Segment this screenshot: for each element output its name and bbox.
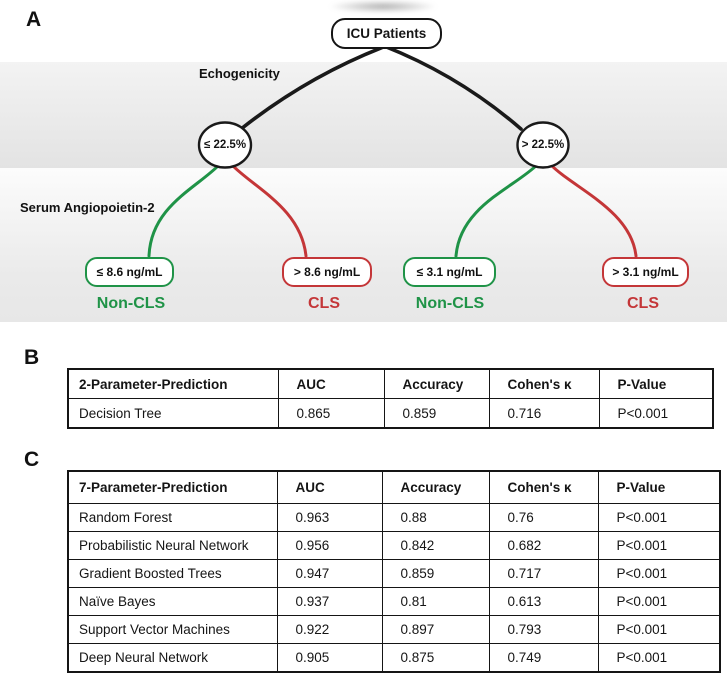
outcome-label-2: CLS (308, 295, 340, 312)
tree-node-left-ellipse (197, 121, 253, 169)
column-header: 2-Parameter-Prediction (67, 368, 279, 399)
accuracy-cell: 0.842 (381, 531, 490, 560)
two-parameter-table: 2-Parameter-Prediction AUC Accuracy Cohe… (67, 368, 714, 429)
tree-edge-root-left (239, 44, 388, 131)
model-name-cell: Decision Tree (67, 398, 279, 429)
table-row: Deep Neural Network 0.905 0.875 0.749 P<… (67, 643, 721, 673)
kappa-cell: 0.682 (488, 531, 599, 560)
pvalue-cell: P<0.001 (597, 587, 721, 616)
pvalue-cell: P<0.001 (597, 559, 721, 588)
auc-cell: 0.905 (276, 643, 383, 673)
scan-shadow-artifact (328, 0, 438, 13)
auc-cell: 0.937 (276, 587, 383, 616)
kappa-cell: 0.716 (488, 398, 600, 429)
pvalue-cell: P<0.001 (597, 615, 721, 644)
kappa-cell: 0.76 (488, 503, 599, 532)
column-header: Cohen's κ (488, 368, 600, 399)
panel-b-label: B (24, 346, 40, 369)
tree-edge-right-red (548, 162, 638, 258)
tree-edge-left-red (229, 162, 308, 258)
tree-node-right-ellipse (516, 121, 570, 169)
model-name-cell: Probabilistic Neural Network (67, 531, 278, 560)
pvalue-cell: P<0.001 (598, 398, 714, 429)
table-row: Decision Tree 0.865 0.859 0.716 P<0.001 (67, 398, 714, 429)
table-row: Gradient Boosted Trees 0.947 0.859 0.717… (67, 559, 721, 588)
leaf-box-1: ≤ 8.6 ng/mL (85, 257, 174, 287)
decision-tree-graphic (147, 44, 638, 258)
column-header: P-Value (597, 470, 721, 504)
split-label-echogenicity: Echogenicity (199, 66, 280, 81)
tree-edge-root-right (382, 44, 523, 131)
column-header: Accuracy (383, 368, 490, 399)
accuracy-cell: 0.897 (381, 615, 490, 644)
auc-cell: 0.947 (276, 559, 383, 588)
kappa-cell: 0.793 (488, 615, 599, 644)
column-header: P-Value (598, 368, 714, 399)
table-header-row: 7-Parameter-Prediction AUC Accuracy Cohe… (67, 470, 721, 504)
leaf-box-3: ≤ 3.1 ng/mL (403, 257, 496, 287)
seven-parameter-table: 7-Parameter-Prediction AUC Accuracy Cohe… (67, 470, 721, 673)
leaf-box-4: > 3.1 ng/mL (602, 257, 689, 287)
accuracy-cell: 0.81 (381, 587, 490, 616)
tree-edge-left-green (147, 162, 222, 258)
table-header-row: 2-Parameter-Prediction AUC Accuracy Cohe… (67, 368, 714, 399)
accuracy-cell: 0.859 (383, 398, 490, 429)
accuracy-cell: 0.88 (381, 503, 490, 532)
pvalue-cell: P<0.001 (597, 503, 721, 532)
accuracy-cell: 0.875 (381, 643, 490, 673)
outcome-label-1: Non-CLS (96, 295, 166, 312)
panel-c-label: C (24, 448, 40, 471)
column-header: AUC (277, 368, 385, 399)
auc-cell: 0.956 (276, 531, 383, 560)
column-header: AUC (276, 470, 383, 504)
model-name-cell: Support Vector Machines (67, 615, 278, 644)
tree-node-left-value: ≤ 22.5% (203, 139, 247, 151)
model-name-cell: Gradient Boosted Trees (67, 559, 278, 588)
kappa-cell: 0.613 (488, 587, 599, 616)
panel-a-label: A (26, 8, 42, 31)
outcome-label-4: CLS (627, 295, 659, 312)
table-row: Random Forest 0.963 0.88 0.76 P<0.001 (67, 503, 721, 532)
model-name-cell: Deep Neural Network (67, 643, 278, 673)
table-row: Probabilistic Neural Network 0.956 0.842… (67, 531, 721, 560)
leaf-box-2: > 8.6 ng/mL (282, 257, 372, 287)
kappa-cell: 0.749 (488, 643, 599, 673)
tree-root-node: ICU Patients (331, 18, 442, 49)
pvalue-cell: P<0.001 (597, 531, 721, 560)
column-header: Cohen's κ (488, 470, 599, 504)
split-label-angiopoietin: Serum Angiopoietin-2 (20, 200, 155, 215)
kappa-cell: 0.717 (488, 559, 599, 588)
table-row: Support Vector Machines 0.922 0.897 0.79… (67, 615, 721, 644)
outcome-label-3: Non-CLS (415, 295, 485, 312)
model-name-cell: Random Forest (67, 503, 278, 532)
panel-a-gradient-band-top (0, 62, 727, 168)
pvalue-cell: P<0.001 (597, 643, 721, 673)
panel-a-gradient-band-bottom (0, 168, 727, 322)
auc-cell: 0.922 (276, 615, 383, 644)
tree-edge-right-green (454, 162, 540, 258)
table-row: Naïve Bayes 0.937 0.81 0.613 P<0.001 (67, 587, 721, 616)
auc-cell: 0.963 (276, 503, 383, 532)
column-header: Accuracy (381, 470, 490, 504)
tree-node-right-value: > 22.5% (521, 139, 565, 151)
model-name-cell: Naïve Bayes (67, 587, 278, 616)
accuracy-cell: 0.859 (381, 559, 490, 588)
column-header: 7-Parameter-Prediction (67, 470, 278, 504)
auc-cell: 0.865 (277, 398, 385, 429)
